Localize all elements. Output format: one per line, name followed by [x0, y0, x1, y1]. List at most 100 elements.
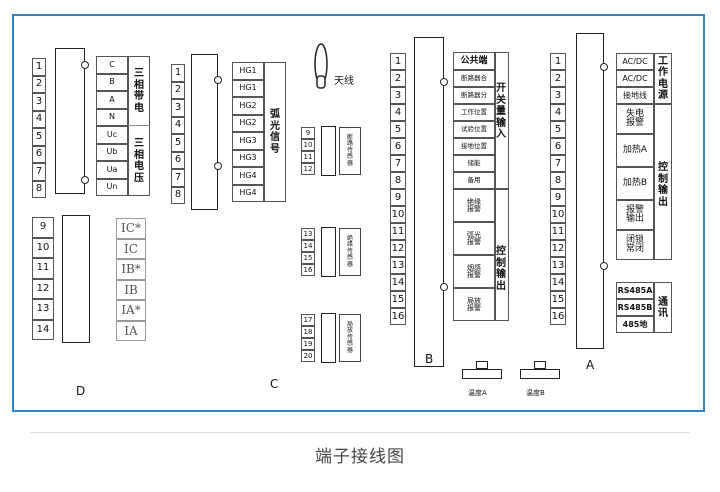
d-group-voltage: 三相电压 — [134, 138, 144, 184]
d-signal-Uc: Uc — [96, 126, 128, 144]
a-terminal-11: 11 — [550, 223, 566, 240]
a-comm-2: 485地 — [616, 316, 654, 333]
d-terminal-9: 9 — [32, 217, 54, 238]
b-output-3: 局放报警 — [453, 288, 495, 321]
d-signal-Un: Un — [96, 178, 128, 196]
b-terminal-strip — [414, 37, 444, 367]
a-comm-0: RS485A — [616, 282, 654, 299]
a-terminal-9: 9 — [550, 189, 566, 206]
c-sensor-label: 绝缘传感器 — [339, 228, 361, 276]
d-signal-Ua: Ua — [96, 161, 128, 179]
c-signal-HG2: HG2 — [232, 114, 264, 132]
b-input-1: 断路器分 — [453, 87, 495, 104]
a-control-group-border — [654, 104, 672, 260]
b-terminal-3: 3 — [390, 87, 406, 104]
a-terminal-5: 5 — [550, 121, 566, 138]
c-sensor-terminal-16: 16 — [301, 264, 315, 276]
c-terminal-1: 1 — [171, 64, 185, 82]
b-terminal-7: 7 — [390, 155, 406, 172]
b-input-4: 接地位置 — [453, 138, 495, 155]
ct-group-border — [62, 215, 90, 343]
a-control-4: 闭锁常闭 — [616, 230, 654, 260]
a-control-1: 加热A — [616, 134, 654, 167]
b-output-2: 烟感报警 — [453, 255, 495, 288]
antenna-label: 天线 — [334, 76, 354, 87]
a-terminal-2: 2 — [550, 70, 566, 87]
d-terminal-14: 14 — [32, 319, 54, 340]
c-terminal-6: 6 — [171, 151, 185, 169]
d-terminal-5: 5 — [32, 128, 46, 146]
d-group-border — [128, 56, 150, 196]
a-comm-group-border — [654, 282, 672, 333]
d-terminal-6: 6 — [32, 145, 46, 163]
a-comm-1: RS485B — [616, 299, 654, 316]
c-sensor-terminal-15: 15 — [301, 252, 315, 264]
ct-label: IA — [116, 320, 146, 341]
d-signal-C: C — [96, 56, 128, 74]
d-signal-B: B — [96, 73, 128, 91]
a-strip-bump — [600, 63, 608, 71]
b-header-common: 公共端 — [453, 52, 495, 70]
a-terminal-7: 7 — [550, 155, 566, 172]
temp-sensor-a-label: 温度A — [468, 389, 487, 397]
a-power-group: 工作电源 — [658, 55, 668, 102]
a-terminal-16: 16 — [550, 308, 566, 325]
b-output-group-border — [495, 189, 509, 321]
d-terminal-13: 13 — [32, 299, 54, 320]
a-terminal-8: 8 — [550, 172, 566, 189]
b-terminal-14: 14 — [390, 274, 406, 291]
d-strip-bump — [81, 61, 89, 69]
a-power-group-border — [654, 53, 672, 104]
a-strip-bump — [600, 262, 608, 270]
b-strip-bump — [440, 283, 448, 291]
c-terminal-2: 2 — [171, 81, 185, 99]
d-signal-N: N — [96, 108, 128, 126]
c-sensor-terminal-14: 14 — [301, 240, 315, 252]
d-signal-Ub: Ub — [96, 143, 128, 161]
b-terminal-15: 15 — [390, 291, 406, 308]
block-b-label: B — [425, 352, 434, 366]
c-sensor-terminal-17: 17 — [301, 314, 315, 326]
b-input-group: 开关量输入 — [496, 83, 506, 141]
b-strip-bump — [440, 78, 448, 86]
a-terminal-15: 15 — [550, 291, 566, 308]
divider — [30, 432, 690, 433]
b-terminal-8: 8 — [390, 172, 406, 189]
c-signal-HG4: HG4 — [232, 167, 264, 185]
a-terminal-3: 3 — [550, 87, 566, 104]
d-group-live: 三相带电 — [134, 68, 144, 114]
d-terminal-12: 12 — [32, 278, 54, 299]
b-terminal-9: 9 — [390, 189, 406, 206]
c-strip-bump — [214, 162, 222, 170]
d-terminal-2: 2 — [32, 75, 46, 93]
c-signal-HG3: HG3 — [232, 132, 264, 150]
c-terminal-8: 8 — [171, 186, 185, 204]
temp-sensor-b-housing — [534, 361, 546, 369]
c-sensor-strip — [321, 313, 336, 363]
a-control-2: 加热B — [616, 167, 654, 200]
ct-label: IB — [116, 279, 146, 300]
d-terminal-7: 7 — [32, 163, 46, 181]
b-input-6: 备用 — [453, 172, 495, 189]
d-terminal-10: 10 — [32, 237, 54, 258]
temp-sensor-b-base — [520, 369, 560, 379]
b-terminal-1: 1 — [390, 53, 406, 70]
b-output-group: 控制输出 — [496, 246, 506, 292]
b-output-0: 绝缘报警 — [453, 189, 495, 222]
a-comm-group: 通讯 — [658, 296, 668, 320]
d-terminal-8: 8 — [32, 180, 46, 198]
c-sensor-terminal-10: 10 — [301, 139, 315, 151]
a-control-3: 报警输出 — [616, 200, 654, 230]
b-terminal-16: 16 — [390, 308, 406, 325]
c-terminal-7: 7 — [171, 169, 185, 187]
d-terminal-strip — [55, 48, 85, 194]
c-sensor-label: 局放传感器 — [339, 314, 361, 362]
c-signal-HG1: HG1 — [232, 62, 264, 80]
c-terminal-3: 3 — [171, 99, 185, 117]
a-terminal-strip — [576, 33, 604, 349]
a-power-1: AC/DC — [616, 70, 654, 87]
a-control-0: 失电报警 — [616, 104, 654, 134]
c-signal-HG4: HG4 — [232, 184, 264, 202]
temp-sensor-a-housing — [476, 361, 488, 369]
c-terminal-5: 5 — [171, 134, 185, 152]
